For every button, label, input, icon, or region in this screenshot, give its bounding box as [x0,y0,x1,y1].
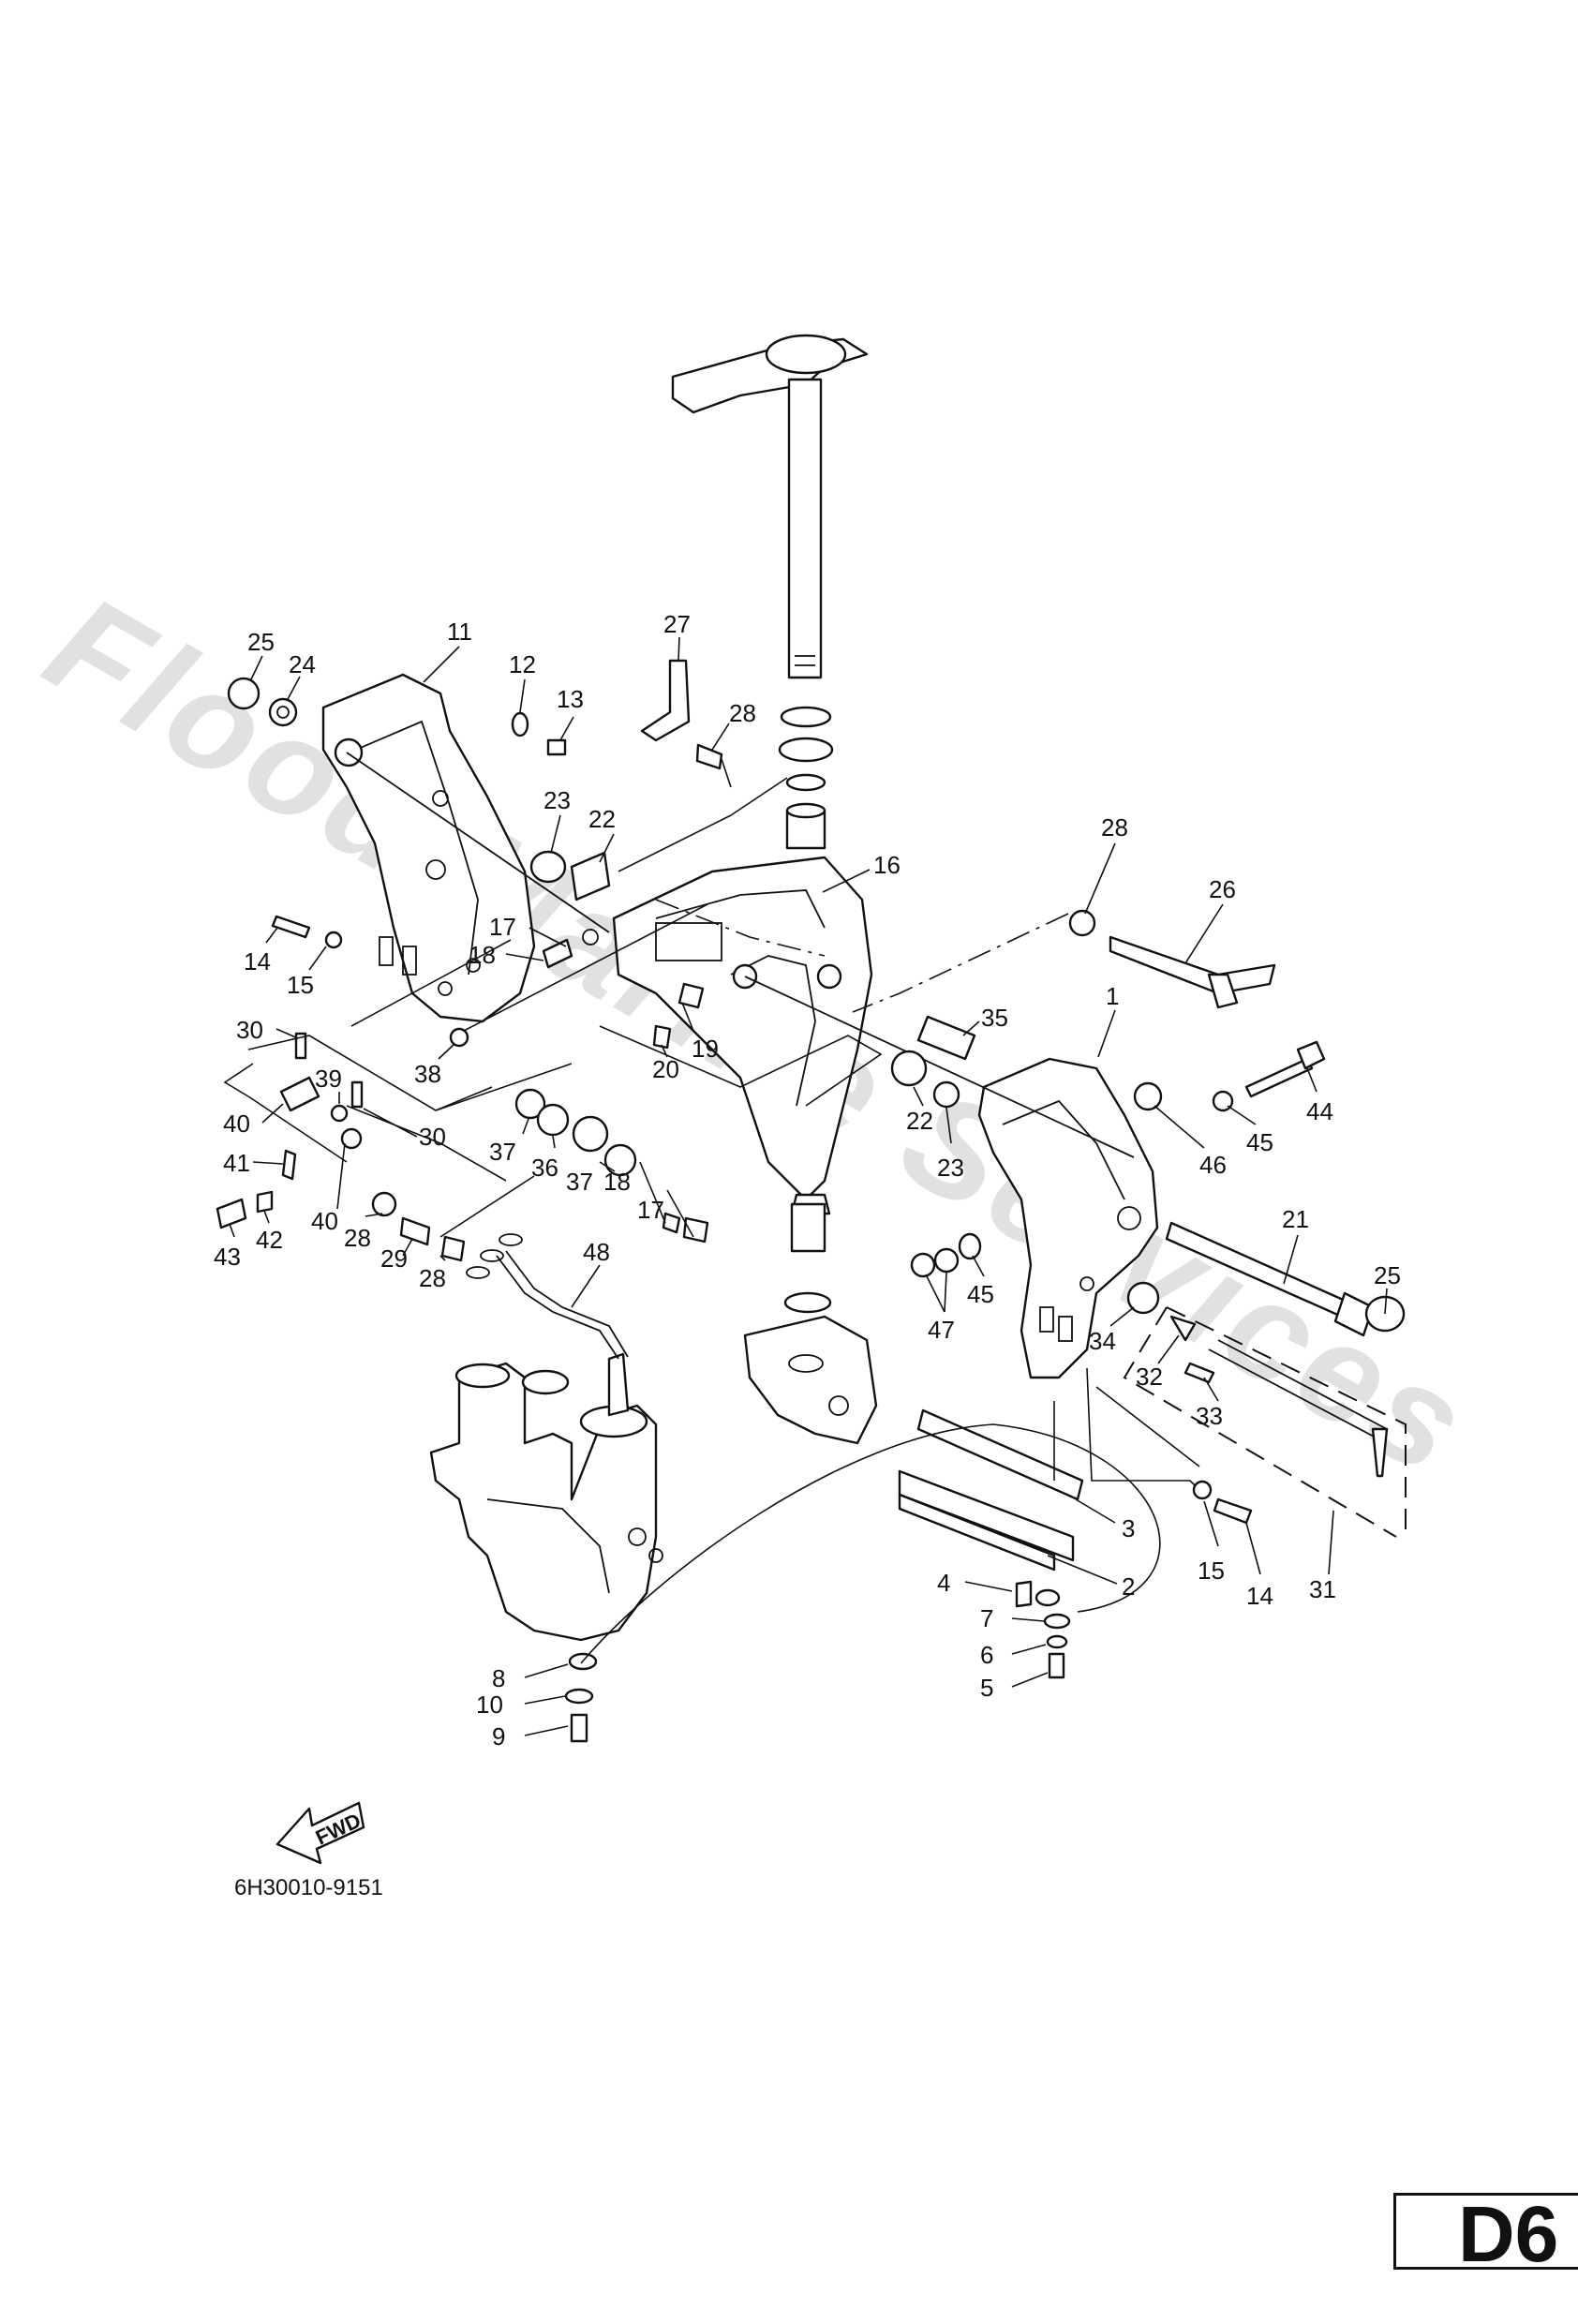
callout-7: 7 [980,1604,993,1632]
callout-23a: 23 [543,786,571,814]
callout-37b: 37 [566,1168,593,1196]
callout-40b: 40 [311,1207,338,1235]
callout-18b: 18 [603,1168,631,1196]
callout-25a: 25 [247,628,275,656]
callout-32: 32 [1136,1363,1163,1391]
callout-3: 3 [1122,1514,1135,1542]
callout-24: 24 [289,650,316,678]
callout-28a: 28 [729,699,756,727]
callout-25b: 25 [1374,1261,1401,1289]
trim-rod [1208,1339,1389,1478]
callout-5: 5 [980,1674,993,1702]
callout-11: 11 [447,618,472,646]
clamp-bracket-right [977,1057,1159,1379]
hose-assembly [466,1233,629,1360]
callout-48: 48 [583,1238,610,1266]
callout-labels: 1 2 3 4 5 6 7 8 9 10 11 12 13 [214,610,1401,1750]
callout-36: 36 [531,1154,558,1182]
steering-arm-shaft [671,334,869,679]
callout-35: 35 [981,1004,1008,1032]
power-trim-tilt-unit [429,1352,663,1642]
fwd-arrow-icon: FWD [275,1801,365,1865]
callout-37a: 37 [489,1138,516,1166]
lower-mount [743,1193,878,1445]
tilt-stop-lever [640,659,691,742]
callout-22a: 22 [588,805,616,833]
callout-1: 1 [1106,982,1119,1010]
callout-46: 46 [1199,1151,1227,1179]
small-hardware [216,677,1253,1743]
callout-14b: 14 [1246,1582,1273,1610]
callout-20: 20 [652,1055,679,1083]
callout-45b: 45 [967,1280,994,1308]
callout-42: 42 [256,1226,283,1254]
callout-14a: 14 [244,947,271,976]
tilt-lever [1109,935,1276,1009]
bolt-44 [1244,1040,1326,1098]
callout-41: 41 [223,1149,250,1177]
callout-22b: 22 [906,1107,933,1135]
callout-28c: 28 [344,1224,371,1252]
callout-13: 13 [557,685,584,713]
callout-10: 10 [476,1691,503,1719]
anode-plates [898,1408,1084,1572]
callout-26: 26 [1209,875,1236,903]
tilt-tube-rods [346,752,1406,1337]
callout-16: 16 [873,851,901,879]
trim-rod-group-outline [1123,1306,1407,1538]
callout-29: 29 [380,1244,408,1273]
callout-40a: 40 [223,1110,250,1138]
callout-28d: 28 [419,1264,446,1292]
callout-9: 9 [492,1722,505,1750]
callout-47: 47 [928,1316,955,1344]
callout-30a: 30 [236,1016,263,1044]
callout-28b: 28 [1101,813,1128,842]
callout-4: 4 [937,1569,950,1597]
callout-12: 12 [509,650,536,678]
callout-19: 19 [692,1035,719,1063]
link-lines [223,758,1200,1664]
callout-18a: 18 [469,941,496,969]
callout-31: 31 [1309,1575,1336,1603]
callout-33: 33 [1196,1402,1223,1430]
callout-44: 44 [1306,1097,1333,1125]
callout-34: 34 [1089,1327,1116,1355]
callout-15b: 15 [1198,1557,1225,1585]
callout-17a: 17 [489,913,516,941]
diagram-code: 6H30010-9151 [234,1875,383,1900]
callout-2: 2 [1122,1572,1135,1601]
swivel-bracket [612,856,873,1201]
callout-39: 39 [315,1065,342,1093]
callout-38: 38 [414,1060,441,1088]
callout-43: 43 [214,1243,241,1271]
callout-6: 6 [980,1641,993,1669]
callout-8: 8 [492,1664,505,1692]
callout-27: 27 [663,610,691,638]
callout-30b: 30 [419,1123,446,1151]
callout-45a: 45 [1246,1128,1273,1156]
callout-15a: 15 [287,971,314,999]
page-code-box: D6 [1393,2193,1578,2270]
page-code: D6 [1458,2193,1559,2270]
clamp-bracket-left [321,673,536,1023]
callout-23b: 23 [937,1154,964,1182]
callout-21: 21 [1282,1205,1309,1233]
